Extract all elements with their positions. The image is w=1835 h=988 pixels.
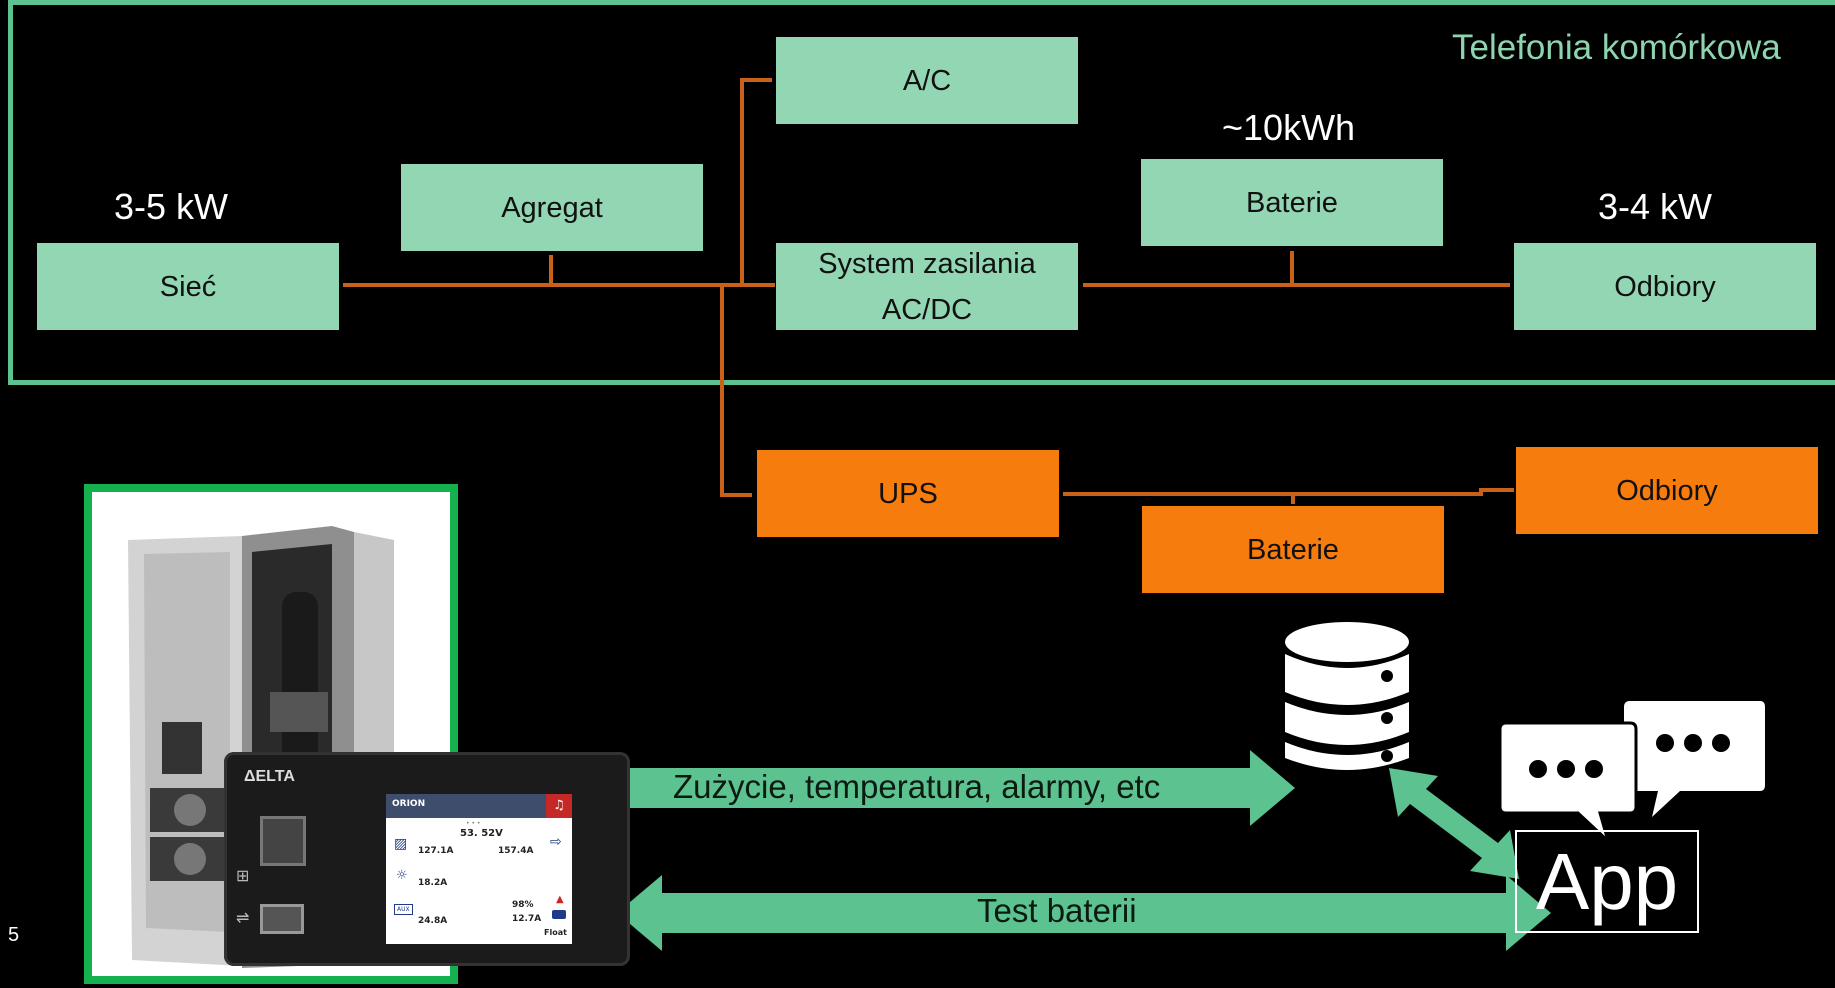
battery-test-label: Test baterii bbox=[977, 892, 1137, 929]
screen-header: ORION ♫ bbox=[386, 794, 572, 818]
grid-label: Sieć bbox=[159, 270, 217, 303]
power-system-label-line1: System zasilania bbox=[818, 247, 1036, 280]
current-2-value: 157.4A bbox=[498, 846, 534, 856]
app-box: App bbox=[1515, 830, 1699, 933]
usb-icon: ⇌ bbox=[236, 910, 250, 927]
solar-panel-icon: ▨ bbox=[394, 836, 408, 852]
network-icon: ⊞ bbox=[236, 868, 250, 885]
mode-label: Float bbox=[544, 928, 567, 937]
screen-dots: • • • bbox=[466, 820, 481, 827]
batteries-label: Baterie bbox=[1246, 186, 1338, 219]
controller-device: ΔELTA ⊞ ⇌ ORION ♫ • • • 53. 52V ▨ 127.1A… bbox=[224, 752, 630, 966]
loads-label: Odbiory bbox=[1614, 270, 1716, 303]
measurements-label: Zużycie, temperatura, alarmy, etc bbox=[673, 768, 1161, 805]
battery-icon bbox=[552, 910, 566, 919]
power-system-label-line2: AC/DC bbox=[881, 293, 973, 326]
grid-power-label: 3-5 kW bbox=[114, 186, 229, 227]
database-icon bbox=[1285, 622, 1409, 770]
section-label: Telefonia komórkowa bbox=[1452, 28, 1781, 67]
current-1-value: 127.1A bbox=[418, 846, 454, 856]
current-5-value: 12.7A bbox=[512, 914, 542, 924]
screen-title: ORION bbox=[392, 799, 426, 809]
generator-box: Agregat bbox=[401, 164, 703, 251]
battery-capacity-label: ~10kWh bbox=[1222, 107, 1356, 148]
power-system-box: System zasilania AC/DC bbox=[776, 243, 1078, 330]
load-power-label: 3-4 kW bbox=[1598, 186, 1713, 227]
ethernet-port bbox=[260, 816, 306, 866]
battery-percent-value: 98% bbox=[512, 900, 534, 910]
controller-screen: ORION ♫ • • • 53. 52V ▨ 127.1A 157.4A ⇨ … bbox=[386, 794, 572, 944]
ups-box: UPS bbox=[757, 450, 1059, 537]
generator-label: Agregat bbox=[501, 191, 603, 224]
voltage-value: 53. 52V bbox=[460, 828, 503, 839]
sun-icon: ☼ bbox=[396, 868, 408, 883]
chat-bubbles-icon bbox=[1500, 701, 1765, 845]
ac-label: A/C bbox=[902, 64, 952, 97]
controller-brand: ΔELTA bbox=[244, 768, 295, 785]
ups-loads-label: Odbiory bbox=[1616, 474, 1718, 507]
output-arrow-icon: ⇨ bbox=[550, 834, 562, 850]
batteries-box: Baterie bbox=[1141, 159, 1443, 246]
telecom-frame bbox=[8, 0, 1835, 385]
app-label: App bbox=[1535, 836, 1679, 926]
warning-icon: ▲ bbox=[556, 894, 564, 905]
current-4-value: 24.8A bbox=[418, 916, 448, 926]
loads-box: Odbiory bbox=[1514, 243, 1816, 330]
ups-batteries-box: Baterie bbox=[1142, 506, 1444, 593]
ups-batteries-label: Baterie bbox=[1247, 533, 1339, 566]
usb-port bbox=[260, 904, 304, 934]
alarm-bell-icon[interactable]: ♫ bbox=[546, 794, 572, 818]
ups-label: UPS bbox=[878, 477, 938, 510]
ups-loads-box: Odbiory bbox=[1516, 447, 1818, 534]
grid-box: Sieć bbox=[37, 243, 339, 330]
ac-box: A/C bbox=[776, 37, 1078, 124]
page-number: 5 bbox=[8, 924, 20, 946]
current-3-value: 18.2A bbox=[418, 878, 448, 888]
aux-label: AUX bbox=[394, 904, 413, 915]
